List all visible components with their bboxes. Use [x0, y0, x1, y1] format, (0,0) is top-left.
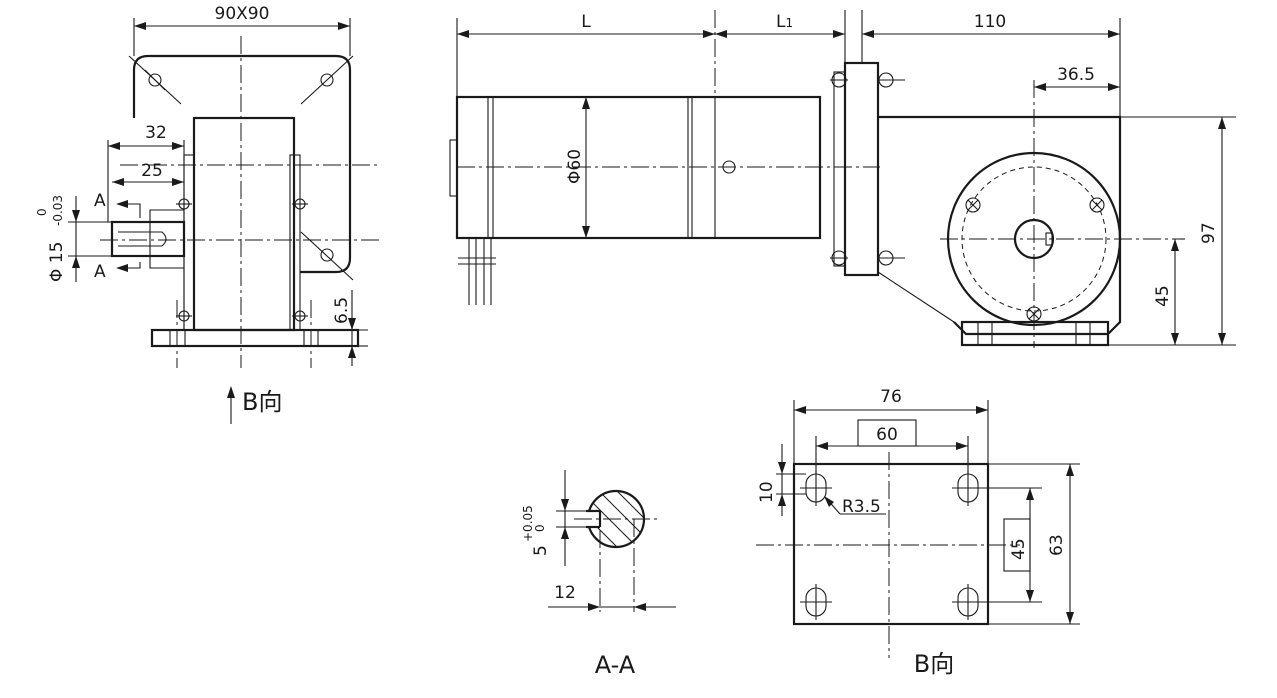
dim-flange-90x90: 90X90	[215, 4, 270, 24]
dim-12: 12	[554, 583, 576, 603]
front-view: L L1 110 36.5 Φ60 97 45	[449, 10, 1236, 348]
dim-L: L	[581, 12, 591, 32]
dim-key-5: 5	[531, 545, 551, 556]
dim-63: 63	[1047, 534, 1067, 556]
dim-10: 10	[757, 481, 777, 503]
key-tolerance-upper: +0.05	[521, 505, 535, 542]
dim-60: 60	[876, 425, 898, 445]
view-b: 76 60 10 R3.5 45 63 B向	[756, 387, 1080, 678]
shaft-tolerance-upper: 0	[35, 208, 49, 216]
dim-25: 25	[141, 161, 163, 181]
key-tolerance-lower: 0	[533, 524, 547, 532]
view-b-label: B向	[914, 650, 954, 678]
shaft-tolerance-lower: -0.03	[51, 195, 65, 226]
dim-shaft-diameter: Φ 15	[47, 242, 67, 282]
section-aa-label: A-A	[595, 651, 636, 679]
section-aa: 5 +0.05 0 12 A-A	[521, 470, 676, 679]
dim-6-5: 6.5	[332, 297, 352, 324]
side-view: 90X90 32 25 A A Φ 15 0 -0.03	[35, 4, 380, 424]
dim-phi60: Φ60	[565, 149, 585, 184]
section-a-top-label: A	[94, 191, 106, 211]
dim-L1: L1	[776, 12, 793, 32]
dim-97: 97	[1199, 222, 1219, 244]
dim-r3-5: R3.5	[842, 497, 881, 517]
section-a-bottom-label: A	[94, 262, 106, 282]
dim-76: 76	[880, 387, 902, 407]
dim-45-holes: 45	[1009, 538, 1029, 560]
dim-32: 32	[145, 123, 167, 143]
dim-45-height: 45	[1153, 285, 1173, 307]
view-b-label-side: B向	[242, 388, 282, 416]
dim-36-5: 36.5	[1057, 65, 1095, 85]
dim-110: 110	[974, 12, 1006, 32]
